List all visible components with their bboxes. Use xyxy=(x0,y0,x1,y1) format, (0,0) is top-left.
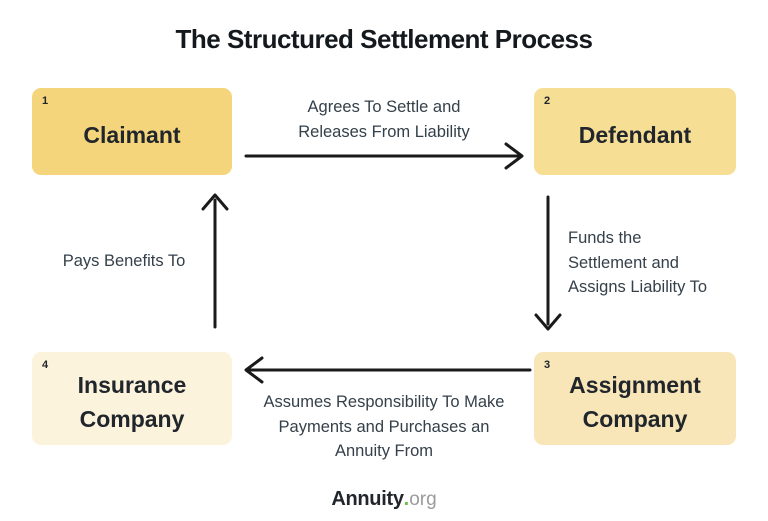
logo-suffix: org xyxy=(409,489,437,510)
edge-label-funds-the-settlement: Funds the Settlement and Assigns Liabili… xyxy=(568,226,738,300)
arrow-defendant-to-assignment xyxy=(534,195,562,331)
node-label: Insurance Company xyxy=(77,371,187,432)
edge-label-pays-benefits: Pays Benefits To xyxy=(54,249,194,274)
edge-label-line: Annuity From xyxy=(334,442,434,460)
step-number: 4 xyxy=(42,359,49,371)
node-claimant: 1 Claimant xyxy=(32,88,232,175)
node-label: Assignment Company xyxy=(569,371,701,432)
node-assignment-company: 3 Assignment Company xyxy=(534,352,736,445)
edge-label-line: Payments and Purchases an xyxy=(278,417,490,436)
node-label: Defendant xyxy=(578,121,692,148)
logo-dot: . xyxy=(403,488,410,510)
logo-wordmark: Annuity xyxy=(331,488,404,510)
arrow-assignment-to-insurance xyxy=(244,356,532,384)
arrow-claimant-to-defendant xyxy=(244,142,524,170)
edge-label-line: Releases From Liability xyxy=(298,122,470,141)
edge-label-line: Settlement and xyxy=(568,253,679,272)
node-label: Claimant xyxy=(83,121,181,148)
edge-label-line: Agrees To Settle and xyxy=(307,98,461,116)
step-number: 1 xyxy=(42,95,49,107)
node-defendant: 2 Defendant xyxy=(534,88,736,175)
edge-label-assumes-responsibility: Assumes Responsibility To Make Payments … xyxy=(234,390,534,464)
node-insurance-company: 4 Insurance Company xyxy=(32,352,232,445)
edge-label-line: Assigns Liability To xyxy=(568,278,708,296)
annuity-org-logo: Annuity.org xyxy=(0,487,768,512)
edge-label-line: Pays Benefits To xyxy=(62,252,186,270)
step-number: 3 xyxy=(544,359,551,371)
step-number: 2 xyxy=(544,95,551,107)
edge-label-agrees-to-settle: Agrees To Settle and Releases From Liabi… xyxy=(244,95,524,144)
edge-label-line: Assumes Responsibility To Make xyxy=(263,393,505,411)
arrow-insurance-to-claimant xyxy=(201,193,229,329)
page-title: The Structured Settlement Process xyxy=(175,24,593,54)
edge-label-line: Funds the xyxy=(568,229,642,247)
